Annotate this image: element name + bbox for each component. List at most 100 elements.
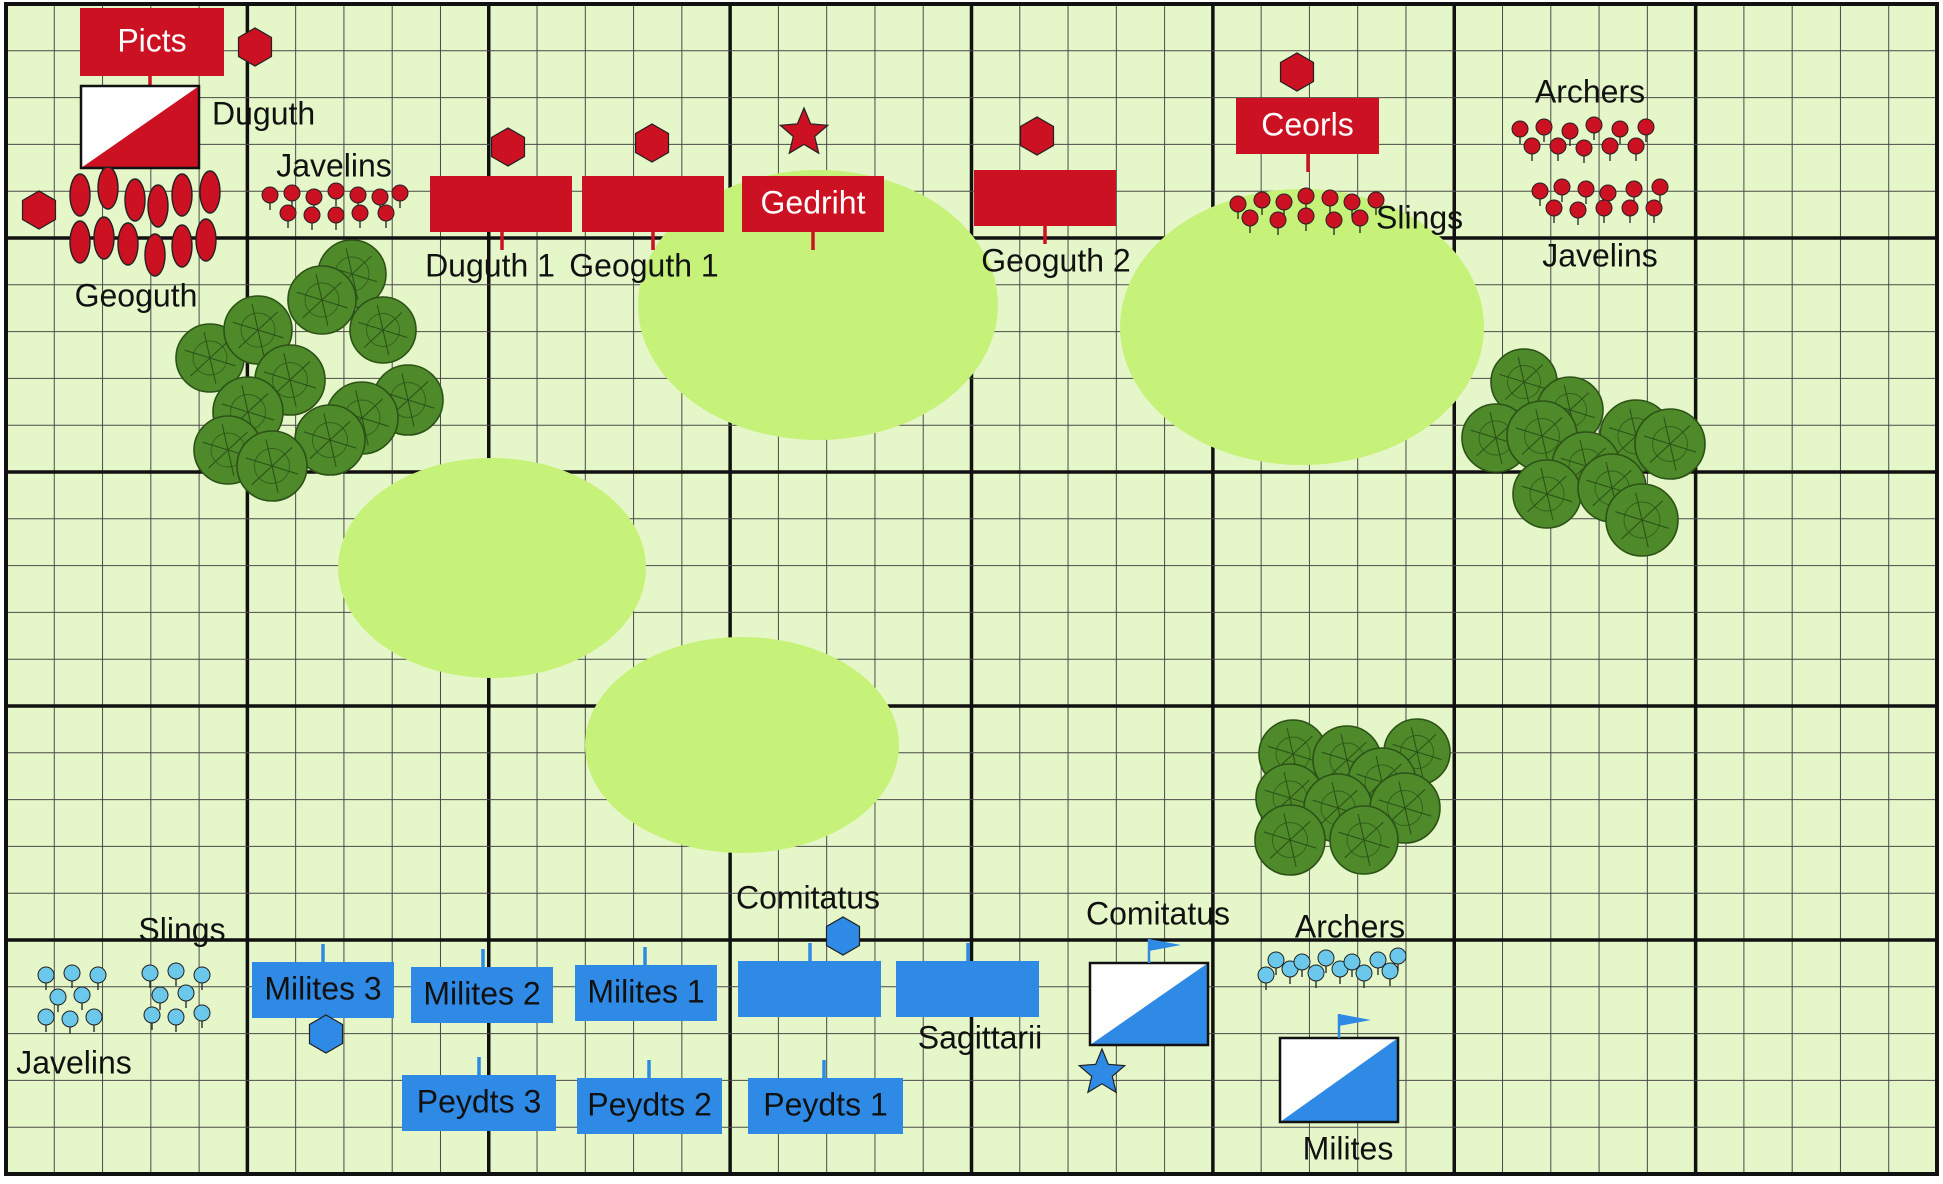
figure-head bbox=[1575, 139, 1593, 157]
tree-branch bbox=[1643, 435, 1671, 445]
figure-head bbox=[1561, 122, 1579, 140]
tree-branch bbox=[1344, 839, 1365, 859]
tree-branch bbox=[208, 449, 229, 469]
skirmisher-figure bbox=[1367, 191, 1385, 215]
tree-branch bbox=[247, 393, 269, 413]
leader-hexagon bbox=[490, 127, 526, 167]
figure-head bbox=[49, 988, 67, 1006]
tree-branch bbox=[361, 417, 389, 427]
figure-head bbox=[1293, 953, 1311, 971]
figure-head bbox=[351, 204, 369, 222]
ceorls-label: Ceorls bbox=[1261, 106, 1353, 142]
skirmisher-figure bbox=[377, 204, 395, 228]
tree-branch bbox=[351, 255, 372, 275]
tree-ring bbox=[366, 313, 400, 347]
figure-head bbox=[193, 966, 211, 984]
figure-head bbox=[141, 964, 159, 982]
tree-branch bbox=[1404, 807, 1412, 835]
tree-branch bbox=[1546, 493, 1573, 503]
skirmisher-figure bbox=[1343, 953, 1361, 977]
tree-ring bbox=[1272, 822, 1308, 858]
skirmisher-figure bbox=[1281, 960, 1299, 984]
tree-ring bbox=[254, 448, 290, 484]
figure-head bbox=[1297, 187, 1315, 205]
unit-block bbox=[582, 176, 724, 232]
skirmisher-figure bbox=[303, 206, 321, 230]
javelins-left-figures bbox=[261, 182, 409, 230]
skirmisher-figure bbox=[1575, 139, 1593, 163]
skirmisher-figure bbox=[89, 966, 107, 990]
skirmisher-figure bbox=[1351, 209, 1369, 233]
tree-ring bbox=[240, 312, 276, 348]
skirmisher-figure bbox=[193, 1004, 211, 1028]
skirmisher-figure bbox=[37, 966, 55, 990]
hill bbox=[338, 458, 646, 678]
skirmisher-figure bbox=[1569, 201, 1587, 225]
javelins-right-figures bbox=[1531, 178, 1669, 225]
skirmisher-figure bbox=[1585, 116, 1603, 140]
unit-block bbox=[577, 1078, 722, 1134]
tree bbox=[1254, 804, 1326, 876]
unit-ceorls: Ceorls bbox=[1236, 98, 1379, 172]
tree-branch bbox=[1586, 479, 1613, 489]
hill bbox=[638, 170, 998, 440]
figure-head bbox=[1307, 964, 1325, 982]
figure-head bbox=[1267, 951, 1285, 969]
unit-block bbox=[742, 176, 884, 232]
tree-branch bbox=[401, 373, 409, 401]
tree bbox=[287, 265, 357, 335]
figure-head bbox=[1511, 120, 1529, 138]
peydts-2-label: Peydts 2 bbox=[587, 1086, 712, 1122]
unit-block bbox=[748, 1078, 903, 1134]
tree-branch bbox=[309, 439, 331, 459]
tree-branch bbox=[1504, 381, 1525, 400]
skirmisher-figure bbox=[1645, 199, 1663, 223]
tree bbox=[1512, 459, 1582, 529]
skirmisher-figure bbox=[1511, 120, 1529, 144]
tree-branch bbox=[1375, 756, 1383, 783]
label-javelins-right: Javelins bbox=[1542, 237, 1658, 273]
unit-block bbox=[411, 967, 553, 1023]
skirmisher-figure bbox=[1637, 118, 1655, 142]
figure-head bbox=[1531, 182, 1549, 200]
slings-figures bbox=[1229, 187, 1385, 235]
tree-branch bbox=[1356, 773, 1383, 783]
tree-branch bbox=[257, 311, 278, 331]
skirmisher-figure bbox=[1621, 199, 1639, 223]
tree-branch bbox=[358, 321, 384, 331]
skirmisher-figure bbox=[73, 986, 91, 1010]
tree-branch bbox=[302, 299, 323, 319]
unit-milites-1: Milites 1 bbox=[575, 947, 717, 1021]
tree-branch bbox=[1331, 782, 1339, 809]
tree-branch bbox=[241, 385, 249, 413]
tree-branch bbox=[1321, 751, 1348, 761]
tree-branch bbox=[1615, 511, 1643, 521]
figure-head bbox=[1253, 191, 1271, 209]
unit-block bbox=[896, 961, 1039, 1017]
under-label-geoguth-2: Geoguth 2 bbox=[981, 242, 1130, 278]
skirmisher-figure bbox=[1549, 137, 1567, 161]
tree-branch bbox=[283, 353, 291, 381]
tree-branch bbox=[209, 357, 236, 367]
figure-head bbox=[85, 1008, 103, 1026]
label-slings: Slings bbox=[1376, 199, 1463, 235]
skirmisher-figure bbox=[1611, 120, 1629, 144]
tree bbox=[1634, 408, 1706, 480]
label-milites-cavalry: Milites bbox=[1303, 1130, 1394, 1166]
skirmisher-figure bbox=[1535, 118, 1553, 142]
tree-branch bbox=[202, 441, 229, 451]
tree bbox=[1329, 805, 1399, 875]
tree-branch bbox=[1641, 500, 1663, 521]
skirmisher-figure bbox=[327, 206, 345, 230]
tree-branch bbox=[1318, 807, 1339, 827]
label-comitatus-cavalry: Comitatus bbox=[1086, 895, 1230, 931]
tree-branch bbox=[1346, 741, 1367, 761]
leader-hexagon bbox=[308, 1014, 344, 1054]
label-duguth: Duguth bbox=[212, 95, 315, 131]
picts-label: Picts bbox=[117, 22, 186, 58]
label-geoguth: Geoguth bbox=[75, 277, 198, 313]
milites-3-label: Milites 3 bbox=[264, 970, 381, 1006]
warband-figure bbox=[97, 166, 119, 210]
skirmisher-figure bbox=[1389, 947, 1407, 971]
